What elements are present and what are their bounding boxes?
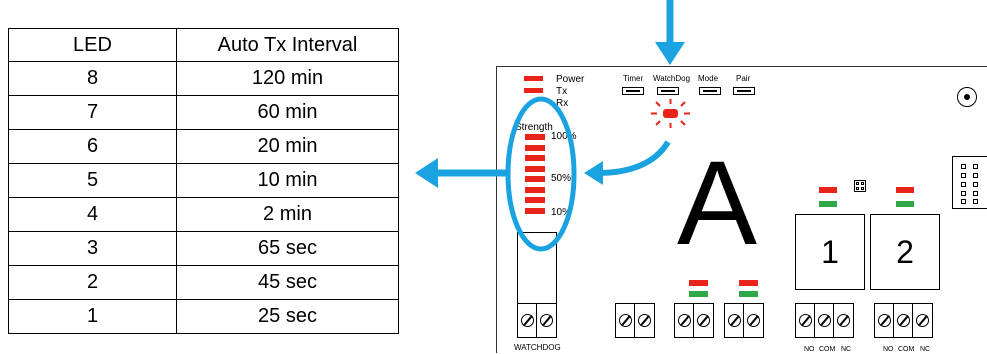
mode-button[interactable] [699, 87, 721, 95]
blinking-led-icon [651, 99, 690, 128]
relay1-no-label: NO [804, 346, 815, 353]
output2-red-led [739, 280, 758, 286]
controller-board: Power Tx Rx Timer WatchDog Mode Pair Str… [496, 66, 987, 353]
relay-2: 2 [870, 214, 940, 290]
mode-button-label: Mode [698, 74, 719, 83]
relay-1: 1 [795, 214, 865, 290]
column-header-interval: Auto Tx Interval [176, 28, 399, 62]
terminal-block-2 [674, 303, 714, 338]
down-arrow-icon [655, 0, 685, 65]
relay1-green-led [819, 201, 837, 207]
strength-led [525, 134, 545, 140]
strength-led [525, 207, 545, 214]
highlight-ellipse [505, 96, 577, 252]
mounting-hole [957, 87, 977, 107]
strength-led [525, 165, 545, 172]
big-letter-a: A [677, 136, 758, 270]
relay1-nc-label: NC [841, 346, 852, 353]
timer-button[interactable] [622, 87, 644, 95]
strength-led [525, 197, 545, 203]
tx-led [524, 88, 543, 93]
column-header-led: LED [8, 28, 177, 62]
strength-led [525, 176, 545, 182]
led-number-cell: 7 [8, 95, 177, 130]
relay2-nc-label: NC [920, 346, 931, 353]
led-number-cell: 1 [8, 299, 177, 334]
terminal-block-3 [724, 303, 764, 338]
table-header-row: LED Auto Tx Interval [8, 28, 399, 62]
relay2-no-label: NO [883, 346, 894, 353]
pair-button[interactable] [733, 87, 755, 95]
timer-button-label: Timer [623, 74, 644, 83]
output1-green-led [689, 291, 708, 297]
strength-led [525, 155, 545, 161]
watchdog-button-label: WatchDog [653, 74, 691, 83]
watchdog-terminal-label: WATCHDOG [514, 343, 561, 352]
strength-led [525, 186, 545, 193]
watchdog-terminal [517, 303, 557, 338]
strength-mark-100: 100% [551, 131, 577, 142]
led-number-cell: 6 [8, 129, 177, 164]
interval-cell: 60 min [176, 95, 399, 130]
led-number-cell: 4 [8, 197, 177, 232]
strength-label: Strength [515, 122, 553, 133]
strength-mark-10: 10% [551, 207, 572, 218]
jumper-icon [854, 180, 866, 192]
relay1-com-label: COM [819, 346, 836, 353]
pair-button-label: Pair [736, 74, 751, 83]
output1-red-led [689, 280, 708, 286]
strength-mark-50: 50% [551, 173, 572, 184]
left-arrow-icon [415, 158, 507, 188]
relay2-terminal [874, 303, 933, 338]
relay2-com-label: COM [898, 346, 915, 353]
interval-cell: 25 sec [176, 299, 399, 334]
tx-label: Tx [556, 86, 568, 97]
relay1-red-led [819, 187, 837, 193]
output2-green-led [739, 291, 758, 297]
relay2-green-led [896, 201, 914, 207]
rx-label: Rx [556, 98, 569, 109]
power-led [524, 76, 543, 81]
strength-led [525, 144, 545, 151]
power-label: Power [556, 74, 585, 85]
curved-arrow-icon [584, 140, 671, 185]
relay2-red-led [896, 187, 914, 193]
pin-header [952, 156, 987, 209]
interval-cell: 65 sec [176, 231, 399, 266]
terminal-block-1 [615, 303, 655, 338]
relay1-terminal [795, 303, 854, 338]
interval-cell: 45 sec [176, 265, 399, 300]
watchdog-button[interactable] [657, 87, 679, 95]
